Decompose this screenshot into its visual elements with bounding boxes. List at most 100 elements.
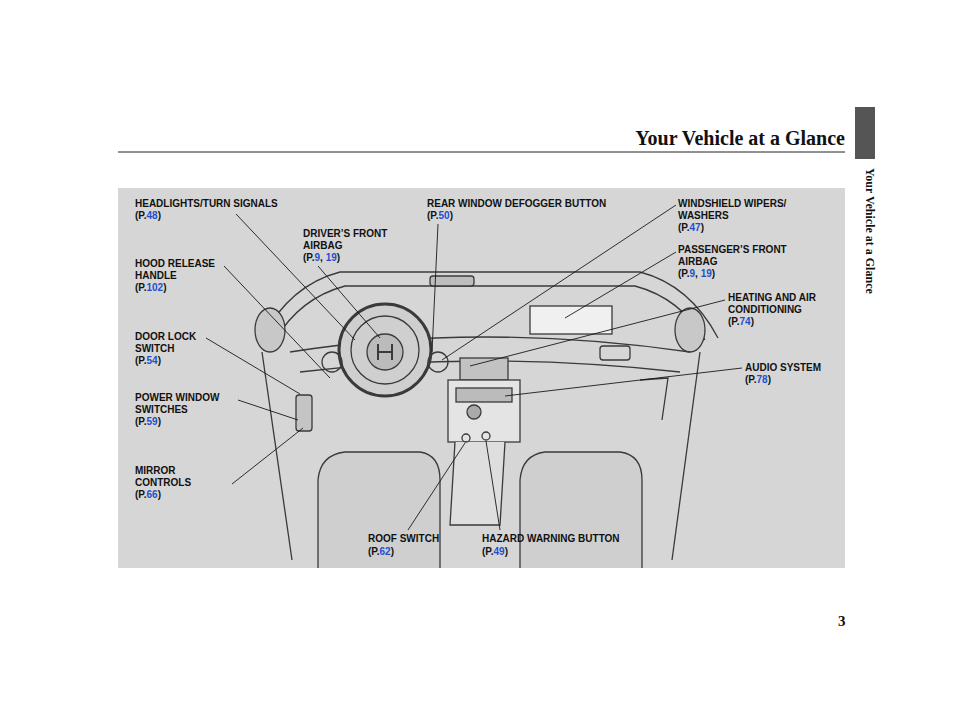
driver-seat xyxy=(318,452,440,568)
passenger-airbag-panel xyxy=(530,306,612,334)
audio-unit xyxy=(456,388,512,402)
page-number-link: 62 xyxy=(380,546,391,557)
reference-text: (P. xyxy=(135,416,147,427)
page-number-link: 48 xyxy=(147,210,158,221)
page-number-link: 59 xyxy=(147,416,158,427)
reference-text: , xyxy=(695,268,701,279)
page-number-link: 66 xyxy=(147,489,158,500)
page-number-link: 50 xyxy=(439,210,450,221)
header-rule xyxy=(118,152,845,153)
page-reference: (P.48) xyxy=(135,210,161,222)
reference-text: (P. xyxy=(427,210,439,221)
steering-wheel xyxy=(339,304,431,396)
page-reference: (P.49) xyxy=(482,546,508,558)
leader-line xyxy=(565,252,676,318)
section-tab xyxy=(855,107,875,159)
page-reference: (P.9, 19) xyxy=(303,252,340,264)
page-number-link: 74 xyxy=(740,316,751,327)
rearview-mirror xyxy=(430,276,474,286)
page-reference: (P.47) xyxy=(678,222,704,234)
page-number: 3 xyxy=(838,612,846,630)
callout-label: HEATING AND AIR CONDITIONING xyxy=(728,292,840,316)
page-reference: (P.50) xyxy=(427,210,453,222)
left-gauge xyxy=(322,352,342,372)
page-reference: (P.74) xyxy=(728,316,754,328)
page-reference: (P.78) xyxy=(745,374,771,386)
callout-label: POWER WINDOW SWITCHES xyxy=(135,392,235,416)
reference-text: (P. xyxy=(678,222,690,233)
reference-text: ) xyxy=(391,546,394,557)
callout-label: DOOR LOCK SWITCH xyxy=(135,331,215,355)
page-reference: (P.54) xyxy=(135,355,161,367)
leader-line xyxy=(238,400,298,420)
reference-text: ) xyxy=(712,268,715,279)
callout-label: DRIVER’S FRONT AIRBAG xyxy=(303,228,395,252)
reference-text: (P. xyxy=(678,268,690,279)
right-mirror xyxy=(675,308,705,352)
hub-emblem xyxy=(378,344,392,360)
reference-text: (P. xyxy=(728,316,740,327)
callout-label: REAR WINDOW DEFOGGER BUTTON xyxy=(427,198,606,210)
right-gauge xyxy=(428,352,448,372)
callout-label: MIRROR CONTROLS xyxy=(135,465,205,489)
leader-line xyxy=(470,300,725,366)
hazard-button xyxy=(482,432,490,440)
leader-line xyxy=(318,266,380,338)
reference-text: ) xyxy=(158,416,161,427)
callout-label: HOOD RELEASE HANDLE xyxy=(135,258,230,282)
right-door xyxy=(672,352,700,560)
passenger-seat xyxy=(520,452,642,568)
leader-line xyxy=(206,338,300,394)
page-number-link: 54 xyxy=(147,355,158,366)
illustration-panel xyxy=(118,188,845,568)
center-console xyxy=(448,380,520,442)
page-number-link: 47 xyxy=(690,222,701,233)
leader-line xyxy=(505,368,742,396)
reference-text: (P. xyxy=(135,489,147,500)
reference-text: ) xyxy=(505,546,508,557)
door-switch-panel xyxy=(296,395,312,431)
reference-text: ) xyxy=(158,489,161,500)
leader-lines xyxy=(206,205,742,530)
vent xyxy=(600,346,630,360)
reference-text: ) xyxy=(751,316,754,327)
page-number-link: 102 xyxy=(147,282,164,293)
page-reference: (P.9, 19) xyxy=(678,268,715,280)
left-door xyxy=(262,352,292,560)
roof-switch-button xyxy=(462,434,470,442)
reference-text: (P. xyxy=(745,374,757,385)
leader-line xyxy=(224,266,330,378)
page-number-link: 19 xyxy=(701,268,712,279)
car-interior xyxy=(255,272,718,568)
leader-line xyxy=(232,428,303,484)
page-reference: (P.102) xyxy=(135,282,167,294)
callout-label: WINDSHIELD WIPERS/ WASHERS xyxy=(678,198,818,222)
leader-line xyxy=(442,205,676,360)
reference-text: (P. xyxy=(303,252,315,263)
page-reference: (P.62) xyxy=(368,546,394,558)
page-number-link: 49 xyxy=(494,546,505,557)
reference-text: ) xyxy=(163,282,166,293)
callout-label: HEADLIGHTS/TURN SIGNALS xyxy=(135,198,278,210)
steering-wheel-inner xyxy=(351,316,419,384)
reference-text: , xyxy=(320,252,326,263)
callout-label: PASSENGER’S FRONT AIRBAG xyxy=(678,244,813,268)
reference-text: ) xyxy=(337,252,340,263)
page-number-link: 78 xyxy=(757,374,768,385)
callout-label: AUDIO SYSTEM xyxy=(745,362,821,374)
callout-label: ROOF SWITCH xyxy=(368,533,439,545)
reference-text: ) xyxy=(701,222,704,233)
reference-text: (P. xyxy=(368,546,380,557)
reference-text: ) xyxy=(158,210,161,221)
page-number-link: 19 xyxy=(326,252,337,263)
windshield-inner xyxy=(275,286,705,340)
reference-text: ) xyxy=(158,355,161,366)
steering-hub xyxy=(367,334,403,370)
reference-text: (P. xyxy=(135,355,147,366)
leader-line xyxy=(432,224,438,352)
page-number-link: 9 xyxy=(690,268,696,279)
leader-line xyxy=(408,443,465,530)
reference-text: ) xyxy=(450,210,453,221)
leader-line xyxy=(486,441,500,530)
